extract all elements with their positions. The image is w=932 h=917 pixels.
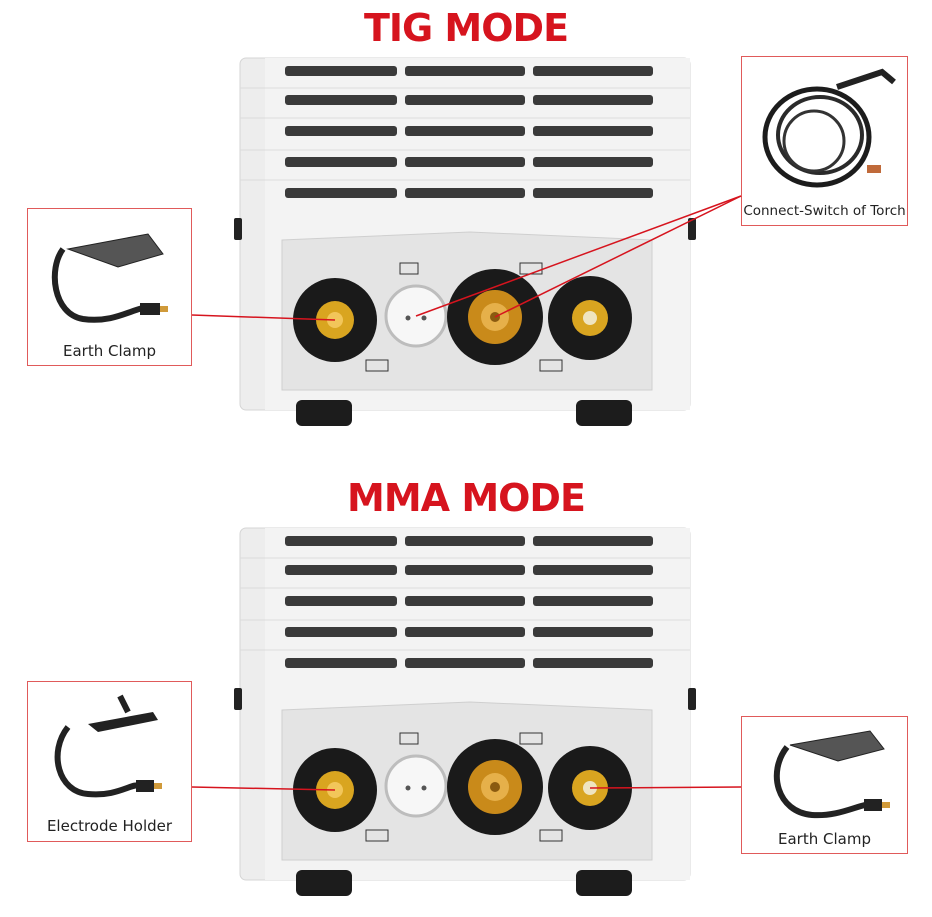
- earth-clamp-callout-mma: Earth Clamp: [741, 716, 908, 854]
- earth-clamp-label-tig: Earth Clamp: [63, 342, 156, 360]
- torch-callout: Connect-Switch of Torch: [741, 56, 908, 226]
- earth-clamp-label-mma: Earth Clamp: [778, 830, 871, 848]
- earth-clamp-image-mma: [773, 730, 890, 819]
- tig-torch-image: [762, 68, 896, 188]
- electrode-holder-callout: Electrode Holder: [27, 681, 192, 842]
- mma-welder-front-panel: [0, 470, 932, 910]
- electrode-holder-label: Electrode Holder: [46, 817, 173, 835]
- earth-clamp-callout-tig: Earth Clamp: [27, 208, 192, 366]
- mma-mode-title: MMA MODE: [347, 476, 586, 520]
- tig-mode-title: TIG MODE: [363, 6, 569, 50]
- torch-label: Connect-Switch of Torch: [743, 203, 906, 219]
- earth-clamp-image: [51, 233, 168, 323]
- electrode-holder-image: [54, 694, 162, 798]
